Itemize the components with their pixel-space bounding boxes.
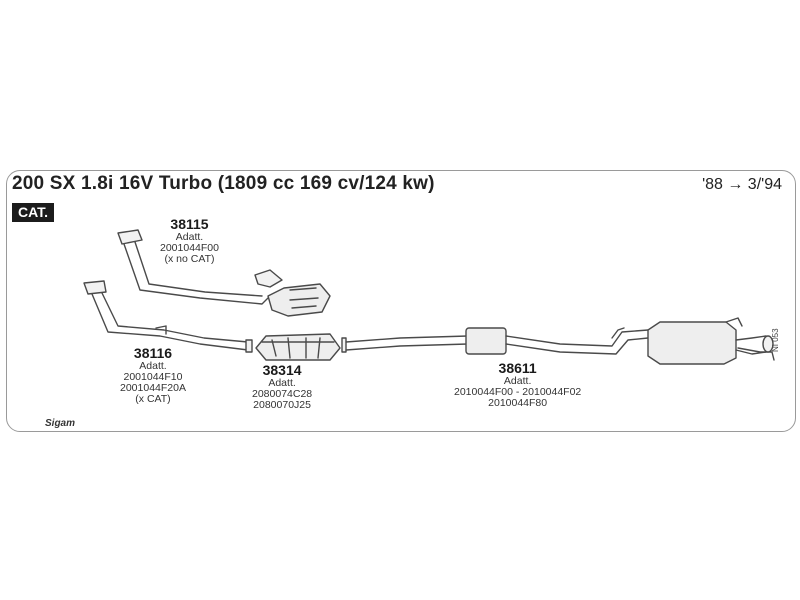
part-detail: Adatt. <box>268 377 296 389</box>
front-pipe-38116 <box>83 280 253 353</box>
part-38116: 38116 Adatt. 2001044F10 2001044F20A (x C… <box>120 345 186 405</box>
part-detail: 2001044F20A <box>120 382 186 394</box>
brand-logo: Sigam <box>45 418 76 429</box>
part-38611: 38611 Adatt. 2010044F00 - 2010044F02 201… <box>454 360 581 409</box>
catalytic-converter-38314 <box>255 333 341 361</box>
front-pipe-38115 <box>117 229 331 317</box>
part-detail: 2080074C28 <box>252 388 313 400</box>
part-detail: (x no CAT) <box>164 253 215 265</box>
part-detail: Adatt. <box>503 375 532 387</box>
cat-badge: CAT. <box>12 203 55 222</box>
part-number: 38115 <box>170 216 209 232</box>
part-detail: 2080070J25 <box>253 399 311 411</box>
part-detail: (x CAT) <box>135 393 171 405</box>
part-detail: 2001044F10 <box>123 371 183 383</box>
rear-section-38611 <box>341 317 775 365</box>
part-detail: 2010044F00 - 2010044F02 <box>454 386 582 398</box>
part-number: 38611 <box>498 360 537 376</box>
diagram-frame <box>6 170 796 432</box>
diagram-code: NI 053 <box>771 328 780 352</box>
year-range: '88 → 3/'94 <box>702 176 782 193</box>
part-38115: 38115 Adatt. 2001044F00 (x no CAT) <box>160 216 219 265</box>
part-detail: Adatt. <box>175 231 204 243</box>
part-detail: 2001044F00 <box>160 242 219 254</box>
part-38314: 38314 Adatt. 2080074C28 2080070J25 <box>252 362 312 411</box>
part-number: 38314 <box>262 362 302 378</box>
part-number: 38116 <box>133 345 173 361</box>
part-detail: Adatt. <box>139 360 167 372</box>
vehicle-title: 200 SX 1.8i 16V Turbo (1809 cc 169 cv/12… <box>12 173 435 194</box>
part-detail: 2010044F80 <box>488 397 548 409</box>
